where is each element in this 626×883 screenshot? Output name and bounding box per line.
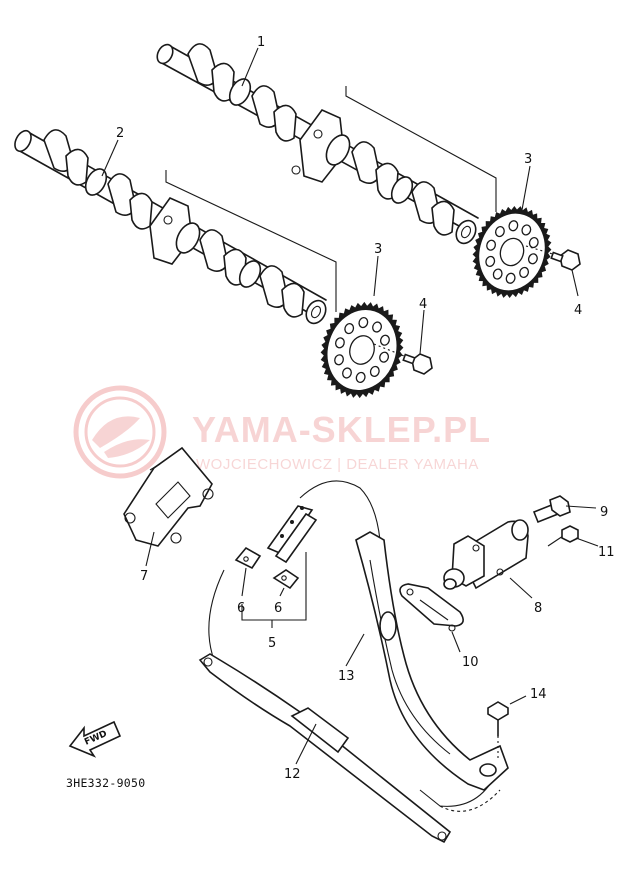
tensioner-mount-bolt [547,525,599,547]
sprocket-hole [342,367,352,379]
tensioner-cap-bolt [532,495,597,524]
chain-tensioner [443,519,529,590]
sprocket-hole [508,220,519,232]
watermark-subtitle: WOJCIECHOWICZ | DEALER YAMAHA [196,456,479,473]
callout-2: 2 [116,126,124,141]
callout-leaders [101,47,579,765]
callout-8: 8 [534,601,542,616]
forward-direction-arrow: FWD [68,720,122,758]
callout-10: 10 [462,655,479,670]
callout-4-lower: 4 [419,297,427,312]
sprocket-hole [494,225,505,238]
timing-chain-link [266,505,318,564]
callout-7: 7 [140,569,148,584]
sprocket-hole [492,268,503,280]
callout-3-lower: 3 [374,242,382,257]
callout-1: 1 [257,35,265,50]
sprocket-hub [349,335,375,365]
callout-11: 11 [598,545,615,560]
cam-sprockets [320,205,552,399]
callout-14: 14 [530,687,547,702]
chain-link-plate-right [272,569,300,590]
callout-4-upper: 4 [574,303,582,318]
callout-numbers: 1 2 3 3 4 4 5 6 6 7 8 9 10 11 12 13 14 [116,35,615,782]
sprocket-hole [372,321,382,333]
chain-guide-long [198,653,452,844]
sprocket-hole [527,253,538,265]
sprocket-hole [486,239,497,251]
guide-mount-bolt [487,695,527,760]
chain-guide-upper [123,446,214,547]
sprocket-hole [334,354,344,366]
sprocket-hole [344,323,355,335]
sprocket-hole [521,224,532,236]
callout-bracket-5 [241,552,307,628]
watermark-logo [73,385,167,479]
cam-sprocket-upper [472,205,552,299]
camshaft-exhaust [14,129,327,325]
callout-12: 12 [284,767,301,782]
sprocket-hole [505,272,516,284]
watermark-title: YAMA-SKLEP.PL [192,409,491,450]
callout-9: 9 [600,505,608,520]
sprocket-leader-lines [165,86,497,312]
cam-sprocket-lower [320,301,404,399]
sprocket-hub [499,237,525,267]
watermark: YAMA-SKLEP.PL WOJCIECHOWICZ | DEALER YAM… [73,385,491,479]
diagram-part-code: 3HE332-9050 [66,776,145,790]
camshaft-intake [156,43,479,245]
callout-5: 5 [268,636,276,651]
chain-link-plate-left [234,546,262,570]
callout-6-left: 6 [237,601,245,616]
sprocket-hole [355,371,366,384]
sprocket-hole [485,255,496,268]
sprocket-hole [379,351,389,363]
sprocket-hole [519,266,530,279]
sprocket-hole [380,334,390,346]
sprocket-bolt-upper [525,245,581,271]
timing-chain-loop [208,480,501,812]
sprocket-hole [358,316,369,329]
tensioner-gasket [399,583,464,653]
callout-3-upper: 3 [524,152,532,167]
sprocket-hole [335,337,345,349]
callout-6-right: 6 [274,601,282,616]
callout-13: 13 [338,669,355,684]
chain-guide-tensioner [355,531,509,791]
sprocket-hole [369,365,380,377]
